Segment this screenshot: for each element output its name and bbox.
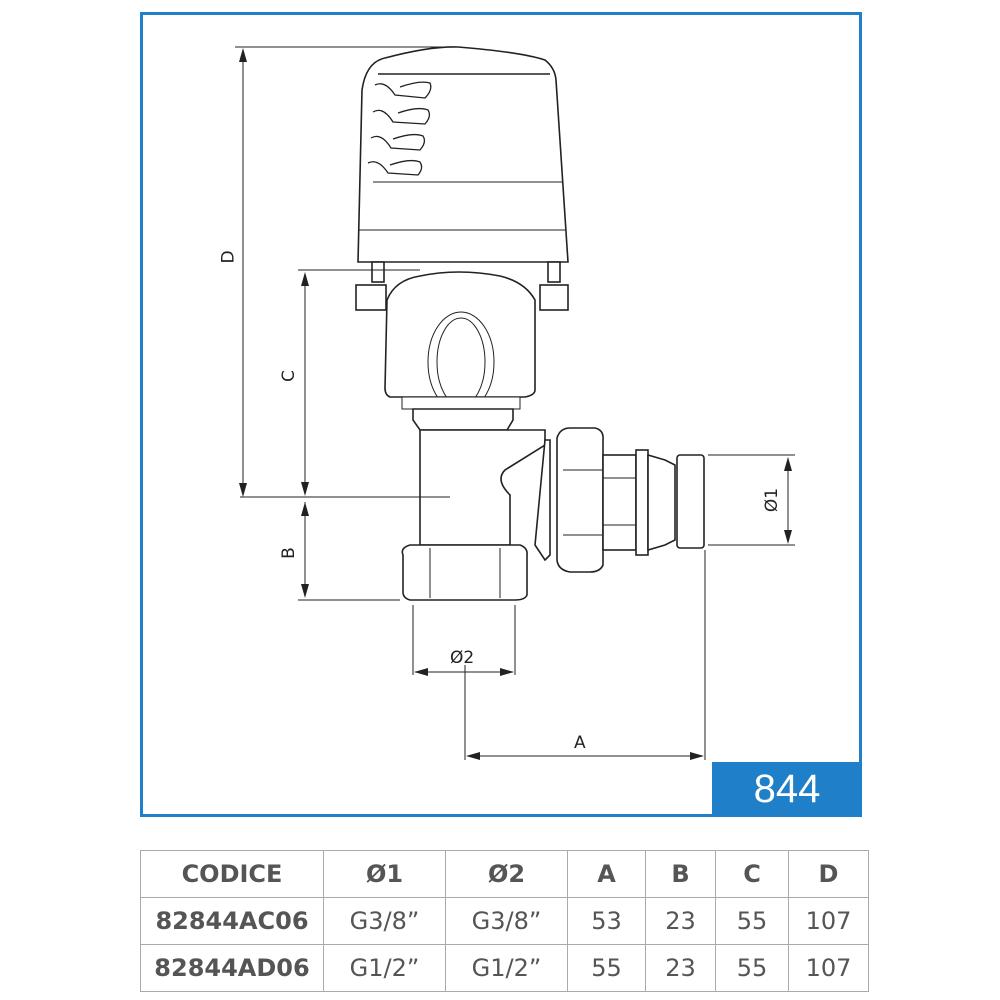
cell-c: 55	[715, 944, 789, 992]
cell-d: 107	[788, 944, 869, 992]
cell-b: 23	[645, 944, 716, 992]
actuator-head	[357, 46, 569, 263]
cell-d: 107	[788, 897, 869, 945]
cell-a: 55	[567, 944, 646, 992]
header-code: CODICE	[140, 850, 324, 898]
dimension-lines	[235, 46, 795, 760]
drawing-frame	[140, 12, 862, 817]
header-d: D	[788, 850, 869, 898]
header-c: C	[715, 850, 789, 898]
adapter-body	[384, 271, 536, 398]
union-nut	[556, 427, 604, 573]
dimension-label-d1: Ø1	[762, 487, 783, 513]
cell-code: 82844AD06	[140, 944, 324, 992]
cell-code: 82844AC06	[140, 897, 324, 945]
bottom-nut	[401, 544, 528, 601]
cell-d1: G1/2”	[323, 944, 446, 992]
model-number-badge: 844	[712, 762, 862, 817]
cell-c: 55	[715, 897, 789, 945]
dimensions-table: CODICE Ø1 Ø2 A B C D 82844AC06 G3/8” G3/…	[140, 850, 869, 992]
table-header-row: CODICE Ø1 Ø2 A B C D	[140, 850, 869, 898]
cell-a: 53	[567, 897, 646, 945]
valve-technical-drawing	[235, 46, 795, 760]
dimension-label-a: A	[574, 733, 586, 753]
header-a: A	[567, 850, 646, 898]
cell-d2: G1/2”	[445, 944, 568, 992]
header-d2: Ø2	[445, 850, 568, 898]
dimension-label-d: D	[218, 250, 239, 264]
dimension-arrows	[239, 48, 792, 760]
cell-d1: G3/8”	[323, 897, 446, 945]
header-b: B	[645, 850, 716, 898]
cell-b: 23	[645, 897, 716, 945]
cell-d2: G3/8”	[445, 897, 568, 945]
header-d1: Ø1	[323, 850, 446, 898]
dimension-label-b: B	[278, 547, 299, 559]
vent-slots	[367, 81, 432, 176]
dimension-label-c: C	[278, 370, 299, 382]
table-row: 82844AC06 G3/8” G3/8” 53 23 55 107	[140, 897, 869, 945]
dimension-label-d2: Ø2	[450, 648, 475, 668]
table-row: 82844AD06 G1/2” G1/2” 55 23 55 107	[140, 944, 869, 992]
